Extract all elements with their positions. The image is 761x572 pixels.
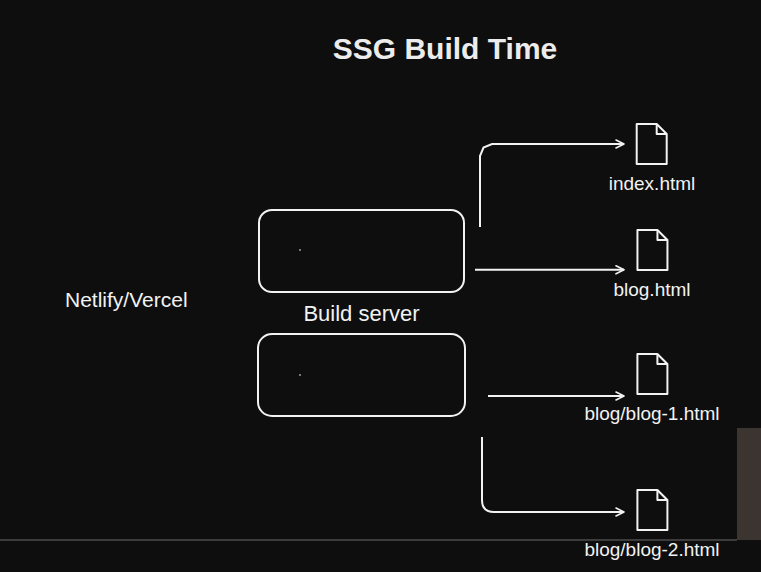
- output-arrow: [480, 144, 624, 227]
- server-label: Build server: [303, 301, 419, 327]
- file-node: blog/blog-2.html: [584, 488, 719, 561]
- server-box: [258, 334, 465, 416]
- output-arrow: [488, 395, 624, 397]
- file-icon: [634, 352, 670, 396]
- server-box: Build server: [258, 209, 465, 293]
- file-node: blog.html: [613, 228, 690, 301]
- dot: [299, 249, 301, 251]
- file-name: blog/blog-1.html: [584, 404, 719, 425]
- platform-label: Netlify/Vercel: [65, 288, 188, 312]
- video-overlay: [737, 428, 761, 540]
- output-arrow: [482, 437, 624, 512]
- file-icon: [634, 228, 670, 272]
- dot: [299, 374, 301, 376]
- file-node: index.html: [609, 122, 696, 195]
- title: SSG Build Time: [333, 32, 558, 66]
- file-icon: [634, 488, 670, 532]
- file-icon: [634, 122, 670, 166]
- output-arrow: [475, 269, 624, 271]
- file-node: blog/blog-1.html: [584, 352, 719, 425]
- file-name: blog/blog-2.html: [584, 540, 719, 561]
- file-name: blog.html: [613, 280, 690, 301]
- file-name: index.html: [609, 174, 696, 195]
